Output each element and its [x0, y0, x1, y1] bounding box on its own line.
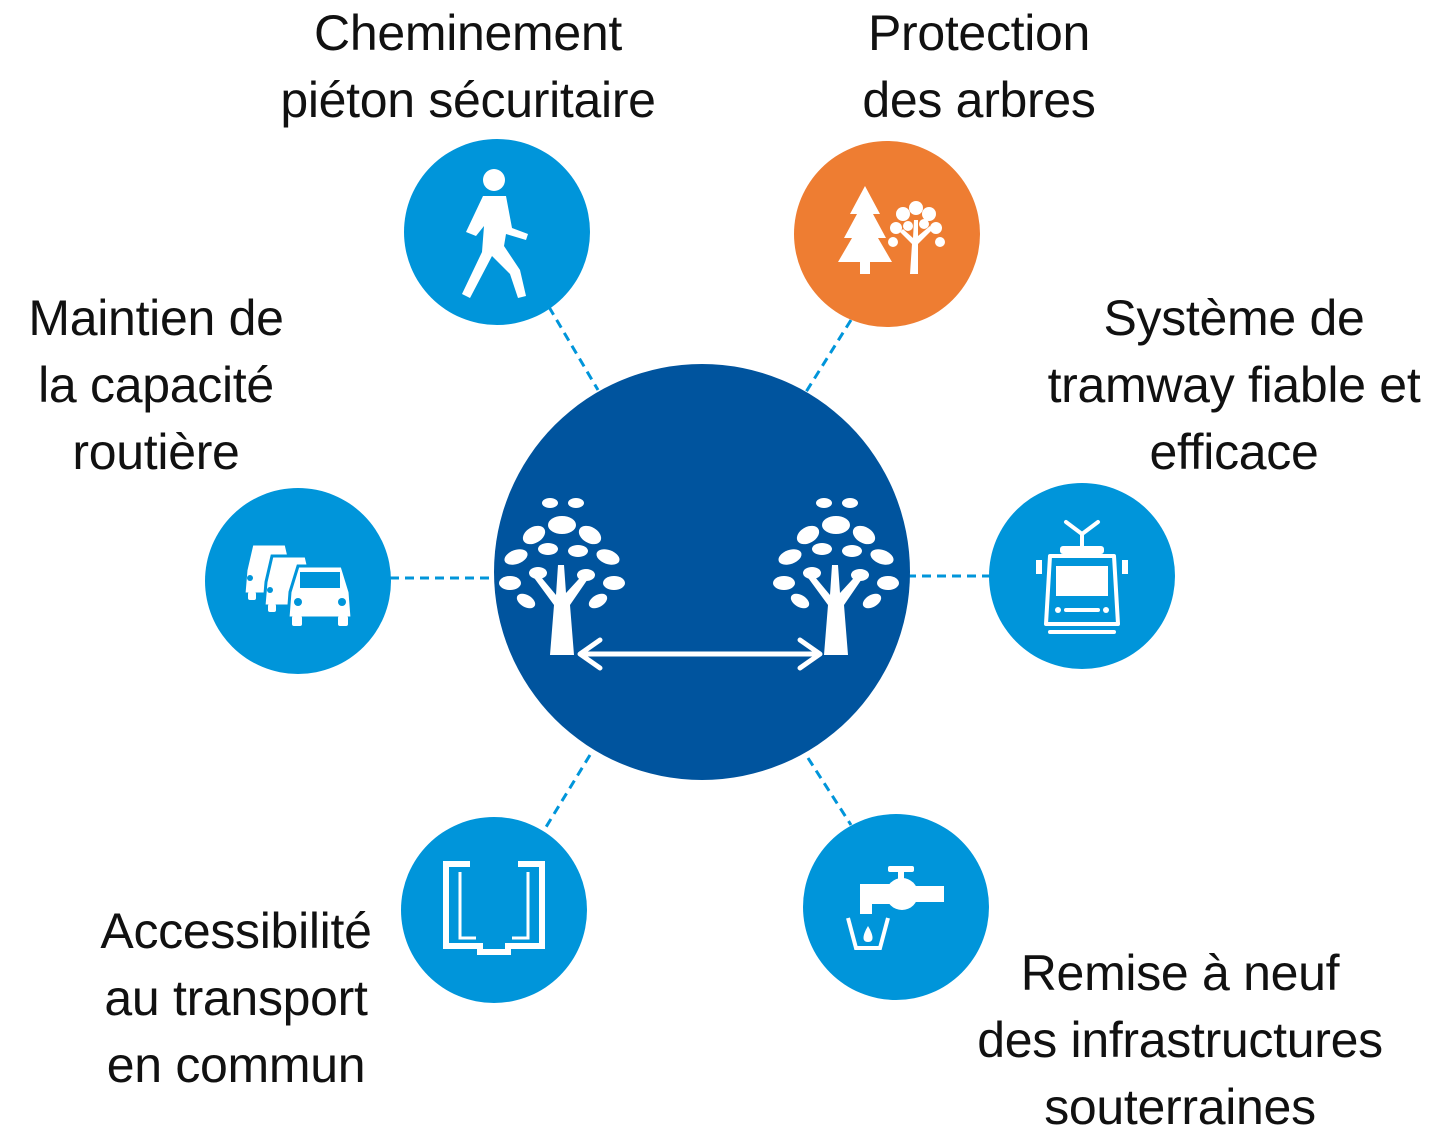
- double-arrow-icon: [577, 637, 823, 671]
- node-transit: [401, 817, 587, 1003]
- node-water: [803, 814, 989, 1000]
- node-circle: [794, 141, 980, 327]
- center-circle: [494, 364, 910, 780]
- label-transit: Accessibilité au transport en commun: [76, 898, 396, 1099]
- label-line: des arbres: [862, 72, 1096, 128]
- node-pedestrian: [404, 139, 590, 325]
- label-line: des infrastructures: [977, 1012, 1383, 1068]
- label-line: piéton sécuritaire: [280, 72, 656, 128]
- tree-icon: [773, 498, 899, 655]
- connector-pedestrian: [547, 306, 600, 391]
- label-line: Accessibilité: [100, 903, 372, 959]
- label-pedestrian: Cheminement piéton sécuritaire: [258, 0, 678, 134]
- label-line: Remise à neuf: [1020, 945, 1340, 1001]
- connector-water: [806, 757, 853, 826]
- trees-icon: [838, 186, 945, 274]
- label-line: en commun: [106, 1037, 366, 1093]
- tram-icon: [1036, 520, 1128, 634]
- label-line: Protection: [867, 5, 1091, 61]
- pedestrian-icon: [462, 169, 528, 298]
- label-line: Système de: [1103, 290, 1365, 346]
- label-line: souterraines: [1044, 1079, 1316, 1135]
- label-tram: Système de tramway fiable et efficace: [1026, 285, 1442, 486]
- label-line: la capacité: [38, 357, 274, 413]
- label-line: routière: [72, 424, 240, 480]
- label-line: au transport: [104, 970, 368, 1026]
- label-trees: Protection des arbres: [829, 0, 1129, 134]
- node-tram: [989, 483, 1175, 669]
- cars-icon: [242, 542, 354, 626]
- center-node: [494, 364, 910, 780]
- node-trees: [794, 141, 980, 327]
- connectors: [390, 306, 990, 833]
- node-cars: [205, 488, 391, 674]
- label-line: tramway fiable et: [1047, 357, 1421, 413]
- label-water: Remise à neuf des infrastructures souter…: [950, 940, 1410, 1141]
- tree-icon: [499, 498, 625, 655]
- label-cars: Maintien de la capacité routière: [8, 285, 304, 486]
- node-circle: [401, 817, 587, 1003]
- connector-trees: [804, 319, 853, 393]
- connector-transit: [541, 754, 592, 833]
- label-line: Maintien de: [28, 290, 284, 346]
- transit-access-icon: [443, 861, 545, 955]
- faucet-icon: [846, 866, 944, 950]
- label-line: efficace: [1149, 424, 1319, 480]
- label-line: Cheminement: [314, 5, 622, 61]
